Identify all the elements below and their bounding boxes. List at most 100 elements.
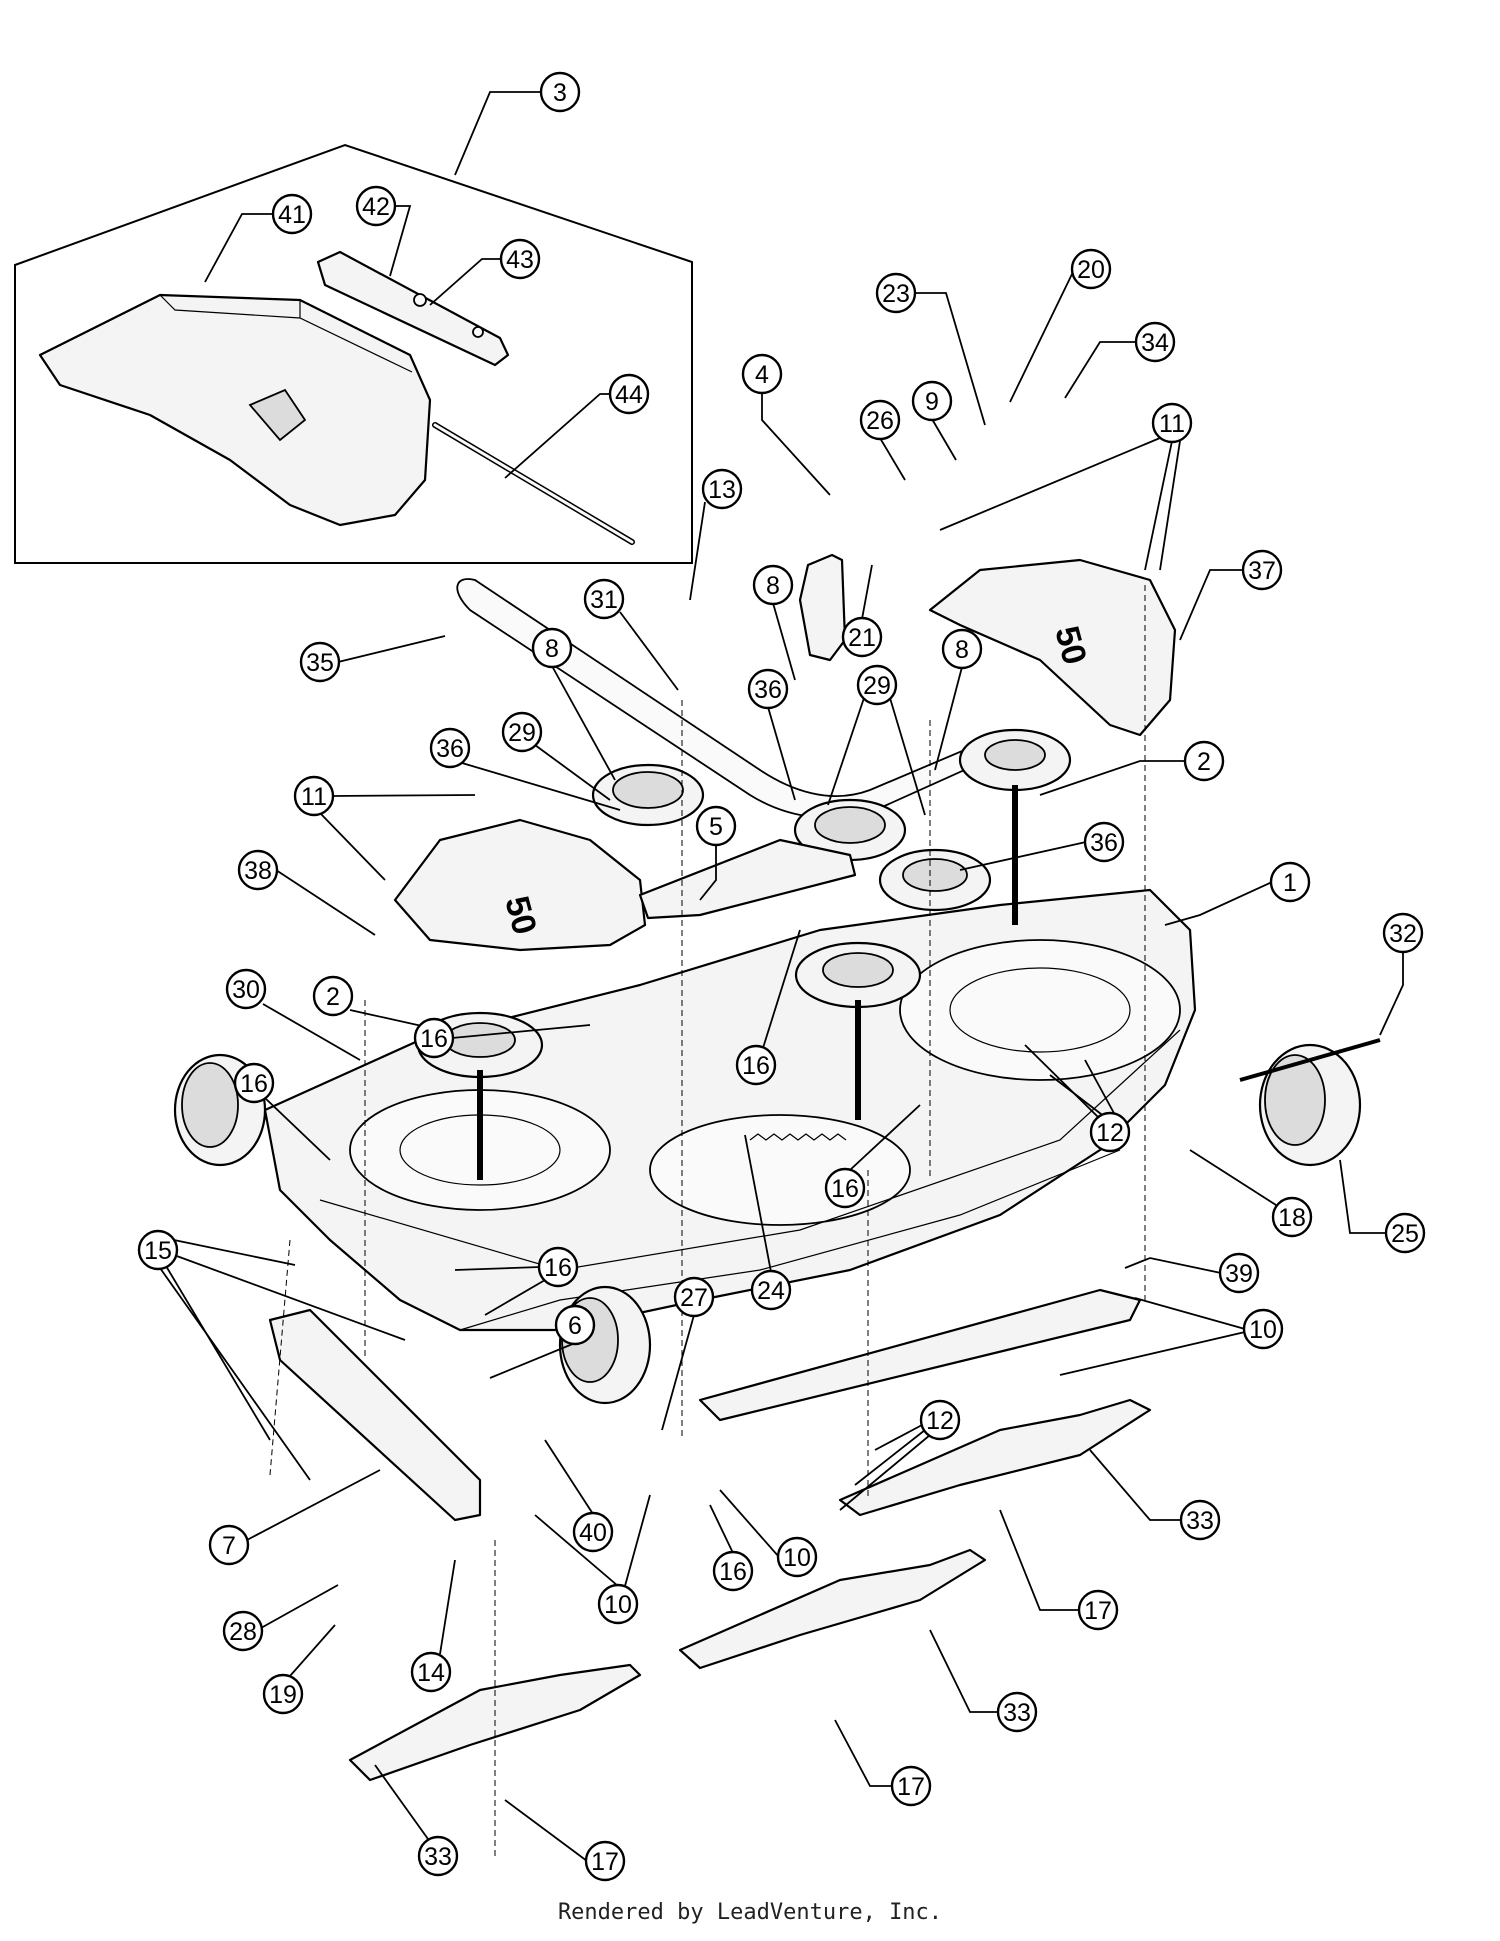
callout-36: 36: [747, 668, 789, 710]
callout-16: 16: [735, 1044, 777, 1086]
callout-circle: [271, 193, 313, 235]
callout-33: 33: [996, 1691, 1038, 1733]
callout-circle: [417, 1835, 459, 1877]
callout-label: 34: [1141, 329, 1169, 357]
callout-label: 12: [926, 1407, 954, 1435]
callout-circle: [237, 849, 279, 891]
callout-circle: [299, 641, 341, 683]
callout-40: 40: [572, 1511, 614, 1553]
callout-label: 8: [545, 635, 559, 663]
callout-7: 7: [208, 1524, 250, 1566]
callout-label: 21: [848, 624, 876, 652]
callout-21: 21: [841, 616, 883, 658]
callout-label: 16: [240, 1070, 268, 1098]
callout-32: 32: [1382, 912, 1424, 954]
callout-label: 36: [436, 735, 464, 763]
callout-17: 17: [584, 1840, 626, 1882]
callout-25: 25: [1384, 1212, 1426, 1254]
callout-5: 5: [695, 805, 737, 847]
callout-circle: [597, 1583, 639, 1625]
callout-label: 44: [615, 381, 643, 409]
callout-label: 42: [362, 193, 390, 221]
callout-label: 36: [754, 676, 782, 704]
callout-label: 28: [229, 1618, 257, 1646]
callout-label: 26: [866, 407, 894, 435]
callout-39: 39: [1218, 1252, 1260, 1294]
callout-circle: [1242, 1308, 1284, 1350]
callout-label: 12: [1096, 1119, 1124, 1147]
callout-circle: [911, 380, 953, 422]
callout-circle: [824, 1167, 866, 1209]
callout-27: 27: [673, 1276, 715, 1318]
callout-circle: [262, 1673, 304, 1715]
drive-belt: [456, 578, 1023, 819]
callout-label: 7: [222, 1532, 236, 1560]
callout-35: 35: [299, 641, 341, 683]
callout-label: 41: [278, 201, 306, 229]
callout-circle: [1151, 402, 1193, 444]
callout-29: 29: [501, 711, 543, 753]
callout-label: 29: [508, 719, 536, 747]
callout-8: 8: [941, 628, 983, 670]
callout-label: 33: [1186, 1507, 1214, 1535]
callout-label: 5: [709, 813, 723, 841]
callout-label: 10: [783, 1544, 811, 1572]
callout-2: 2: [1183, 740, 1225, 782]
callout-label: 40: [579, 1519, 607, 1547]
callout-15: 15: [137, 1229, 179, 1271]
callout-label: 10: [604, 1591, 632, 1619]
callout-label: 30: [232, 976, 260, 1004]
callout-circle: [695, 805, 737, 847]
callout-circle: [875, 272, 917, 314]
callout-label: 37: [1248, 557, 1276, 585]
callout-circle: [752, 564, 794, 606]
callout-36: 36: [1083, 821, 1125, 863]
callout-label: 25: [1391, 1220, 1419, 1248]
callout-label: 20: [1077, 256, 1105, 284]
callout-label: 8: [766, 572, 780, 600]
callout-label: 14: [417, 1659, 445, 1687]
callout-circle: [531, 627, 573, 669]
render-credit: Rendered by LeadVenture, Inc.: [557, 1900, 943, 1925]
callout-1: 1: [1269, 861, 1311, 903]
callout-circle: [1271, 1196, 1313, 1238]
callout-circle: [429, 727, 471, 769]
callout-circle: [890, 1765, 932, 1807]
callout-label: 39: [1225, 1260, 1253, 1288]
callout-14: 14: [410, 1651, 452, 1693]
deflector-inset: [14, 143, 693, 564]
callout-circle: [413, 1017, 455, 1059]
belt-cover-right: 50: [928, 558, 1177, 737]
leader-lines: [159, 91, 1404, 1862]
pulleys: [416, 728, 1072, 1180]
callout-circle: [776, 1536, 818, 1578]
callout-label: 27: [680, 1284, 708, 1312]
callout-17: 17: [1077, 1589, 1119, 1631]
callout-30: 30: [225, 968, 267, 1010]
callout-36: 36: [429, 727, 471, 769]
callout-12: 12: [1089, 1111, 1131, 1153]
callout-label: 3: [553, 79, 567, 107]
callout-33: 33: [1179, 1499, 1221, 1541]
callout-label: 23: [882, 280, 910, 308]
callout-circle: [233, 1062, 275, 1104]
callout-circle: [712, 1550, 754, 1592]
callout-10: 10: [1242, 1308, 1284, 1350]
callout-circle: [293, 775, 335, 817]
callout-label: 36: [1090, 829, 1118, 857]
callout-circle: [741, 353, 783, 395]
callout-33: 33: [417, 1835, 459, 1877]
callout-circle: [735, 1044, 777, 1086]
callout-label: 18: [1278, 1204, 1306, 1232]
callout-label: 9: [925, 388, 939, 416]
callout-16: 16: [537, 1246, 579, 1288]
callout-label: 29: [863, 672, 891, 700]
callout-34: 34: [1134, 321, 1176, 363]
callout-8: 8: [752, 564, 794, 606]
callout-circle: [1077, 1589, 1119, 1631]
callout-circle: [1241, 549, 1283, 591]
callout-label: 10: [1249, 1316, 1277, 1344]
callout-16: 16: [413, 1017, 455, 1059]
